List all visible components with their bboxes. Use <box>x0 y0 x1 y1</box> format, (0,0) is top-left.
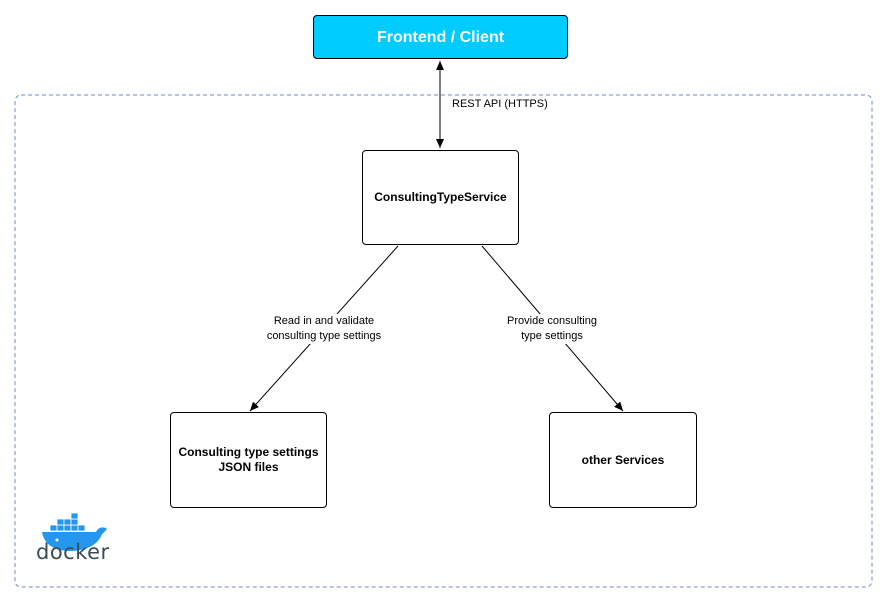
frontend-client-label: Frontend / Client <box>376 28 505 46</box>
other-services-node: other Services <box>549 412 697 508</box>
consulting-type-service-label: ConsultingTypeService <box>374 190 507 204</box>
rest-api-edge-label: REST API (HTTPS) <box>452 98 548 110</box>
consulting-type-service-node: ConsultingTypeService <box>362 150 519 245</box>
read-validate-edge-label: Read in and validate consulting type set… <box>244 314 404 344</box>
provide-edge-label: Provide consulting type settings <box>482 314 622 344</box>
other-services-label: other Services <box>581 452 665 467</box>
docker-whale-icon <box>42 512 107 551</box>
settings-files-label: Consulting type settings JSON files <box>178 445 319 474</box>
settings-files-node: Consulting type settings JSON files <box>170 412 327 508</box>
docker-logo-text: docker <box>36 540 110 564</box>
frontend-client-node: Frontend / Client <box>313 15 568 59</box>
